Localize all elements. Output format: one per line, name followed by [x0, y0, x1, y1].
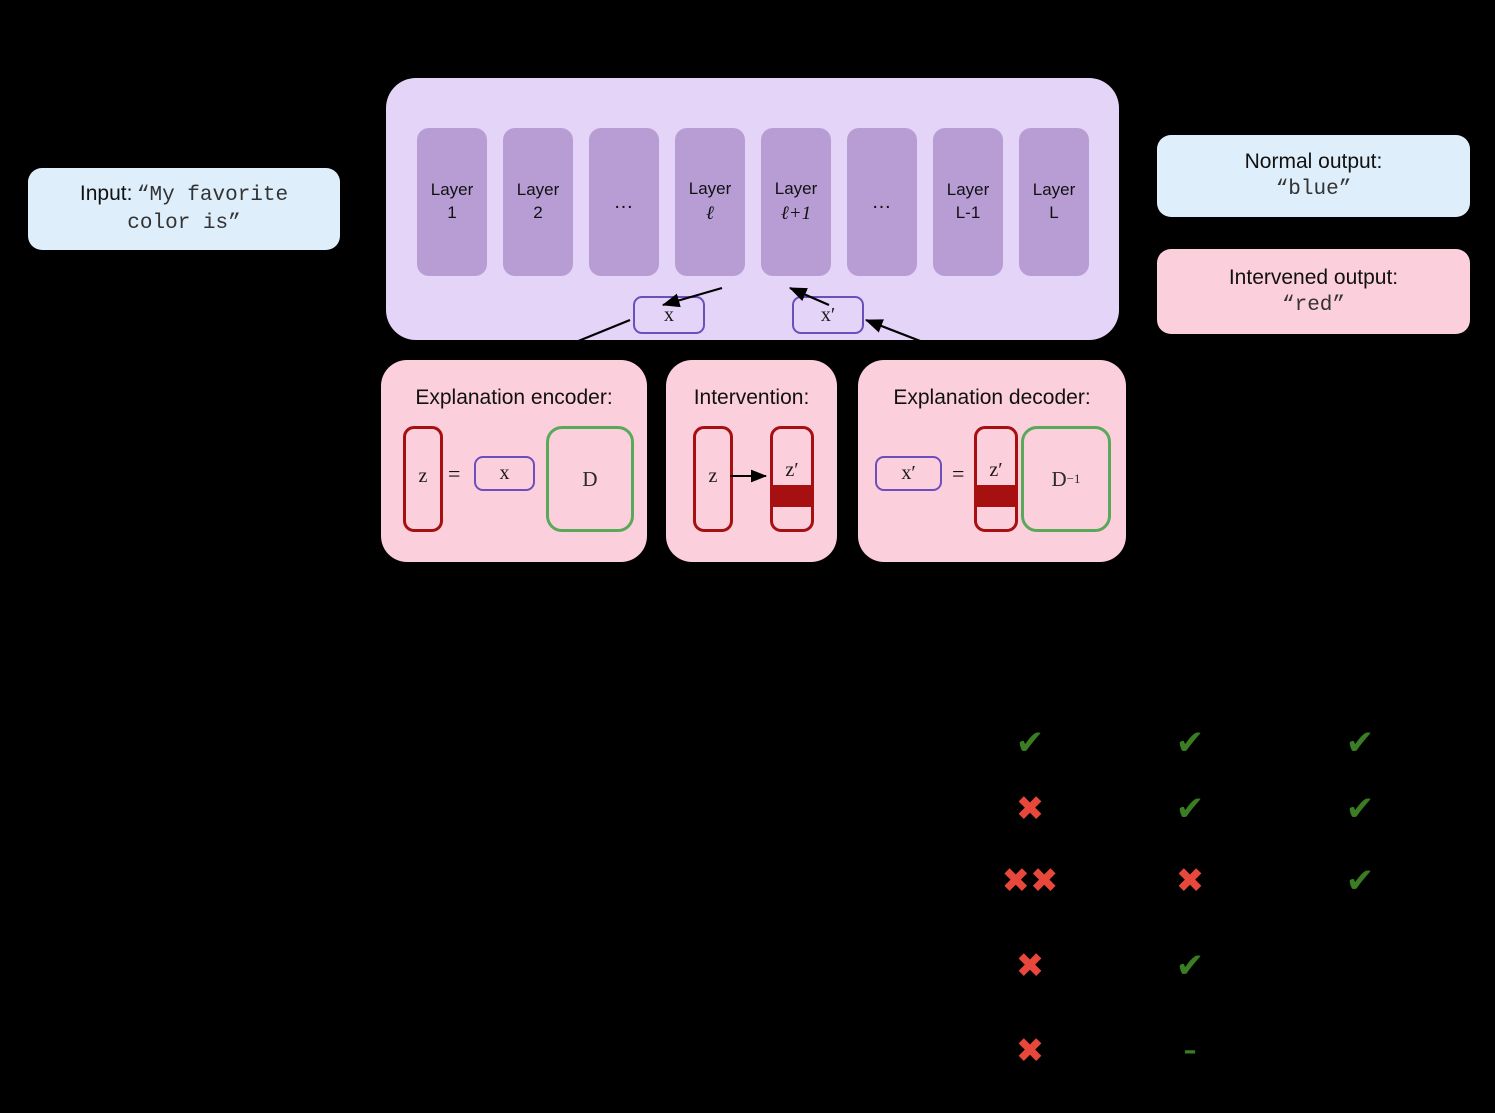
- layer-line2-lm1: L-1: [955, 203, 981, 222]
- layer-label-l-plus-1: Layer ℓ+1: [775, 178, 818, 227]
- mark-check: ✔: [1345, 723, 1375, 763]
- layer-label-l-minus-1: Layer L-1: [947, 179, 990, 225]
- transformer-container: Layer 1 Layer 2 … Layer ℓ Layer ℓ+1: [386, 78, 1119, 340]
- arrow-layer-l-to-x: [661, 286, 723, 308]
- explanation-encoder-panel: Explanation encoder: z = x D: [381, 360, 647, 562]
- layer-line1-2: Layer: [516, 180, 560, 200]
- layer-line1-lp1: Layer: [774, 178, 818, 198]
- decoder-z-prime-vector: z′: [974, 426, 1018, 532]
- layer-box-1[interactable]: Layer 1: [417, 128, 487, 276]
- encoder-x-chip: x: [474, 456, 535, 491]
- activation-x-label: x: [664, 303, 674, 326]
- intervention-z-prime-band: [773, 485, 811, 507]
- mark-cross: ✖: [1175, 861, 1205, 901]
- layer-label-1: Layer 1: [431, 179, 474, 225]
- arrow-x-prime-to-layer-lp1: [788, 286, 830, 307]
- mark-check: ✔: [1345, 789, 1375, 829]
- activation-x-prime-label: x′: [820, 303, 836, 326]
- layer-label-l: Layer ℓ: [689, 178, 732, 227]
- intervention-title: Intervention:: [693, 386, 810, 409]
- intervened-output-value: “red”: [1281, 293, 1345, 317]
- layer-line2-L: L: [1049, 203, 1059, 222]
- input-label: Input:: [79, 182, 133, 206]
- decoder-D-exponent: −1: [1066, 471, 1081, 486]
- intervention-arrow-svg: [730, 469, 767, 483]
- encoder-z-label: z: [418, 465, 428, 487]
- input-box-line1: Input: “My favorite: [80, 180, 288, 210]
- layer-box-l-minus-1[interactable]: Layer L-1: [933, 128, 1003, 276]
- layer-box-l-plus-1[interactable]: Layer ℓ+1: [761, 128, 831, 276]
- decoder-x-prime-label: x′: [901, 462, 916, 484]
- layer-box-l[interactable]: Layer ℓ: [675, 128, 745, 276]
- ellipsis-left: …: [613, 190, 635, 213]
- normal-output-box: Normal output: “blue”: [1157, 135, 1470, 217]
- mark-check: ✔: [1175, 789, 1205, 829]
- mark-dash: –: [1183, 1036, 1197, 1066]
- mark-double-cross: ✖✖: [1001, 861, 1059, 901]
- explanation-encoder-title: Explanation encoder:: [415, 386, 613, 409]
- encoder-x-label: x: [499, 462, 510, 484]
- layer-line1-lm1: Layer: [946, 180, 990, 200]
- layer-line2-lp1: ℓ+1: [780, 202, 812, 224]
- decoder-D-inverse-matrix: D−1: [1021, 426, 1111, 532]
- layer-line2-l: ℓ: [706, 202, 714, 224]
- mark-cross: ✖: [1015, 789, 1045, 829]
- decoder-z-prime-label: z′: [989, 459, 1003, 481]
- mark-check: ✔: [1015, 723, 1045, 763]
- mark-check: ✔: [1345, 861, 1375, 901]
- intervention-z-vector: z: [693, 426, 733, 532]
- ellipsis-right: …: [871, 190, 893, 213]
- decoder-x-prime-chip: x′: [875, 456, 942, 491]
- decoder-D-label: D: [1051, 466, 1067, 491]
- intervention-panel: Intervention: z z′: [666, 360, 837, 562]
- decoder-equals: =: [952, 461, 965, 486]
- explanation-decoder-title: Explanation decoder:: [893, 386, 1091, 409]
- layer-box-ellipsis-left: …: [589, 128, 659, 276]
- encoder-D-matrix: D: [546, 426, 634, 532]
- intervened-output-box: Intervened output: “red”: [1157, 249, 1470, 334]
- input-box: Input: “My favorite color is”: [28, 168, 340, 250]
- intervened-output-label: Intervened output:: [1228, 265, 1399, 289]
- mark-cross: ✖: [1015, 946, 1045, 986]
- normal-output-value: “blue”: [1275, 178, 1352, 201]
- intervention-z-label: z: [708, 465, 718, 487]
- mark-check: ✔: [1175, 946, 1205, 986]
- layer-label-2: Layer 2: [517, 179, 560, 225]
- intervention-z-prime-label: z′: [785, 459, 799, 481]
- activation-x-prime-chip[interactable]: x′: [792, 296, 864, 334]
- explanation-decoder-panel: Explanation decoder: x′ = z′ D−1: [858, 360, 1126, 562]
- input-value-line1: “My favorite: [136, 184, 289, 208]
- intervention-z-prime-vector: z′: [770, 426, 814, 532]
- layer-line2-1: 1: [447, 203, 457, 222]
- mark-cross: ✖: [1015, 1031, 1045, 1071]
- encoder-z-vector: z: [403, 426, 443, 532]
- normal-output-label: Normal output:: [1244, 150, 1383, 174]
- layer-line1-l: Layer: [688, 178, 732, 198]
- encoder-D-label: D: [582, 466, 598, 491]
- encoder-equals: =: [448, 461, 461, 486]
- layer-label-L: Layer L: [1033, 179, 1076, 225]
- layer-box-ellipsis-right: …: [847, 128, 917, 276]
- input-box-line2: color is”: [127, 210, 240, 238]
- layer-line1-1: Layer: [430, 180, 474, 200]
- layer-line1-L: Layer: [1032, 180, 1076, 200]
- layer-line2-2: 2: [533, 203, 543, 222]
- layer-box-L[interactable]: Layer L: [1019, 128, 1089, 276]
- layer-box-2[interactable]: Layer 2: [503, 128, 573, 276]
- decoder-z-prime-band: [977, 485, 1015, 507]
- input-value-line2: color is”: [127, 212, 241, 235]
- mark-check: ✔: [1175, 723, 1205, 763]
